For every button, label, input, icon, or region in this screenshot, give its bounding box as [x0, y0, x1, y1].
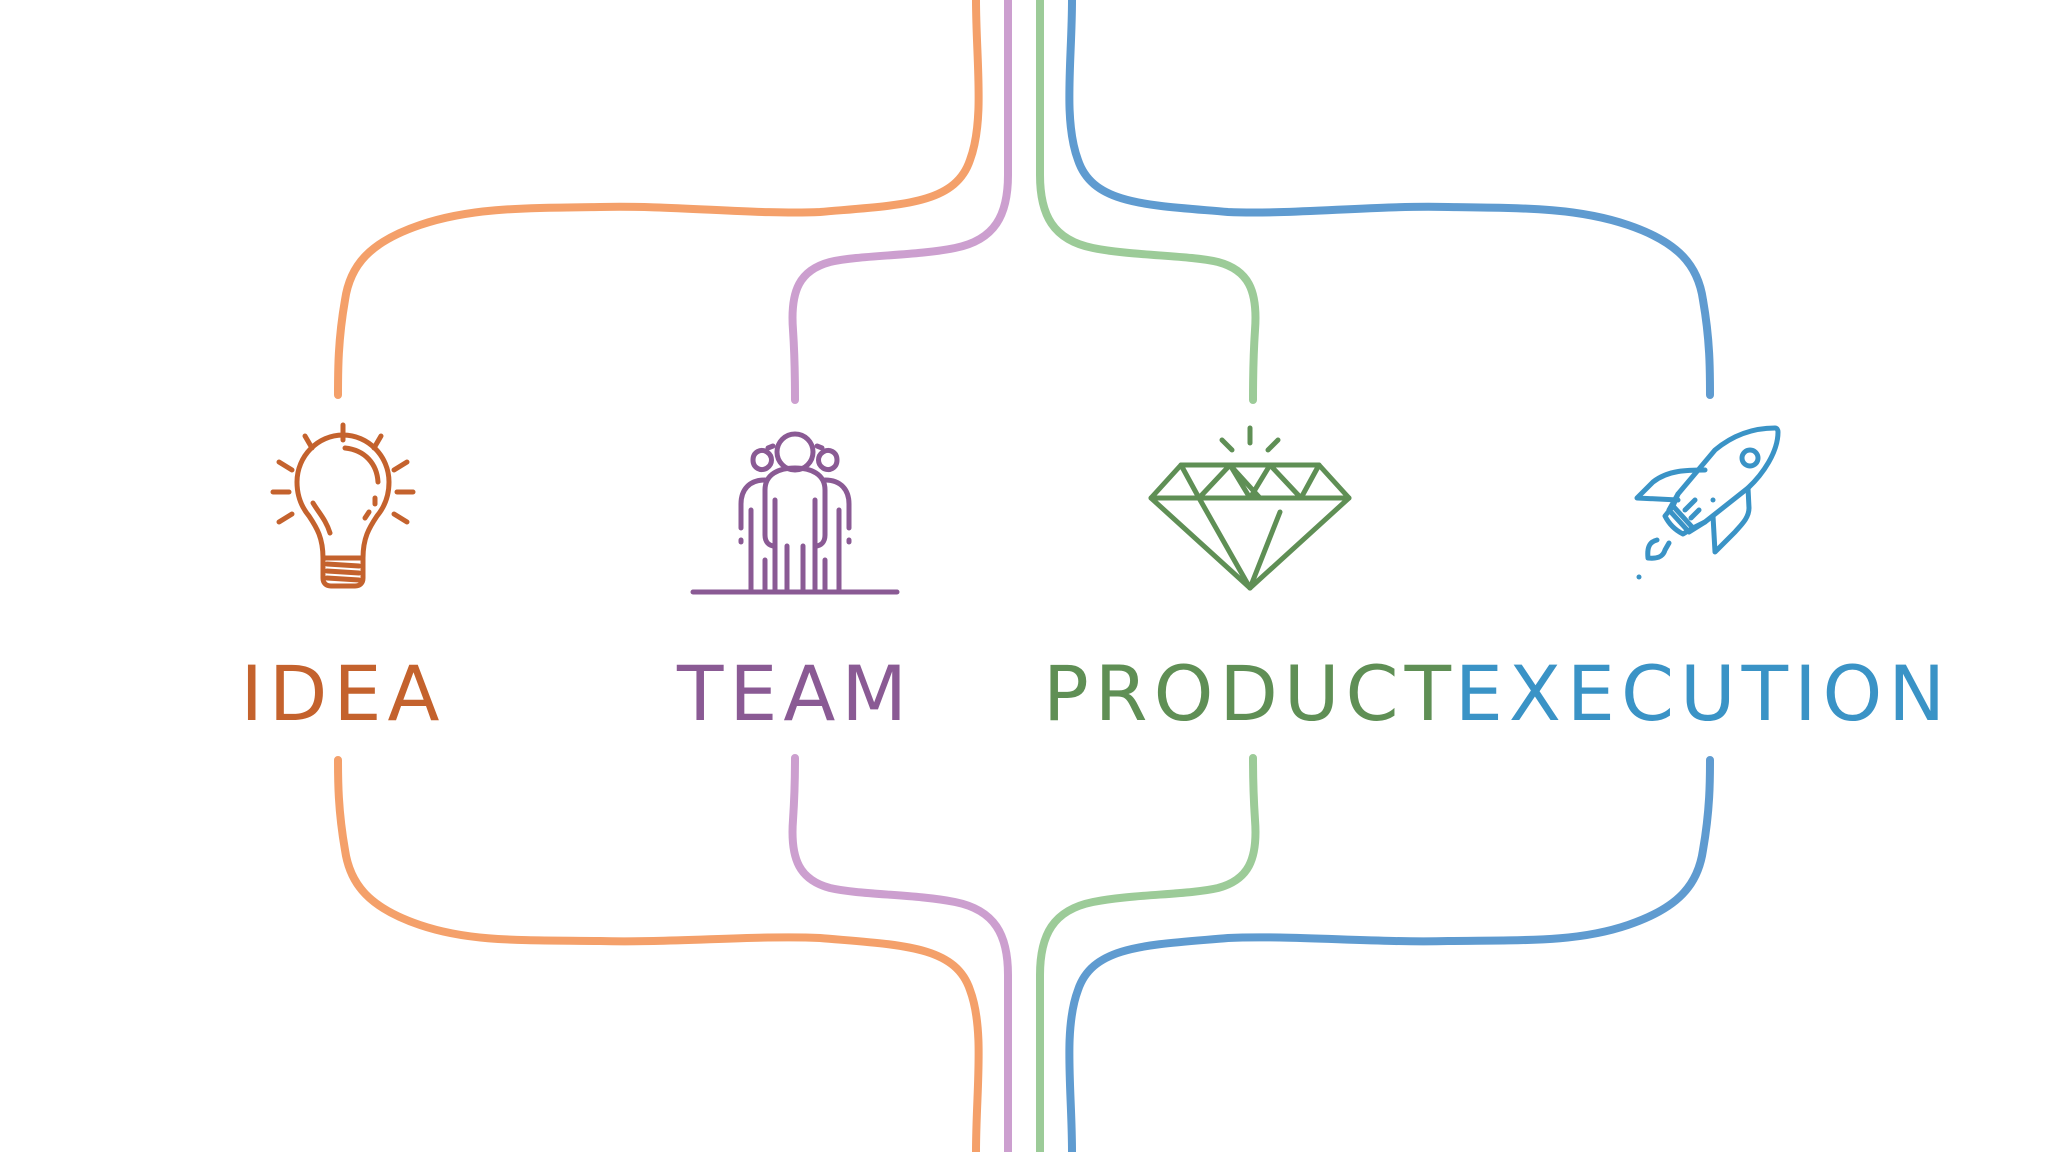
pillar-team: TEAM: [585, 400, 1005, 760]
product-label: PRODUCT: [1042, 649, 1458, 738]
pillar-product: PRODUCT: [1040, 400, 1460, 760]
team-icon: [690, 431, 900, 595]
product-connector-top: [1036, 0, 1260, 404]
diamond-icon: [1148, 425, 1352, 591]
product-connector-bottom: [1036, 754, 1260, 1152]
execution-connector-bottom: [1065, 756, 1714, 1152]
pillar-idea: IDEA: [133, 400, 553, 760]
idea-connector-top: [334, 0, 983, 399]
team-connector-top: [788, 0, 1012, 404]
lightbulb-icon: [270, 422, 416, 589]
execution-connector-top: [1065, 0, 1714, 399]
execution-label: EXECUTION: [1454, 649, 1952, 738]
rocket-icon: [1634, 425, 1781, 580]
team-label: TEAM: [676, 649, 913, 738]
idea-connector-bottom: [334, 756, 983, 1152]
team-connector-bottom: [788, 754, 1012, 1152]
pillar-execution: EXECUTION: [1455, 400, 1945, 760]
idea-label: IDEA: [240, 649, 446, 738]
